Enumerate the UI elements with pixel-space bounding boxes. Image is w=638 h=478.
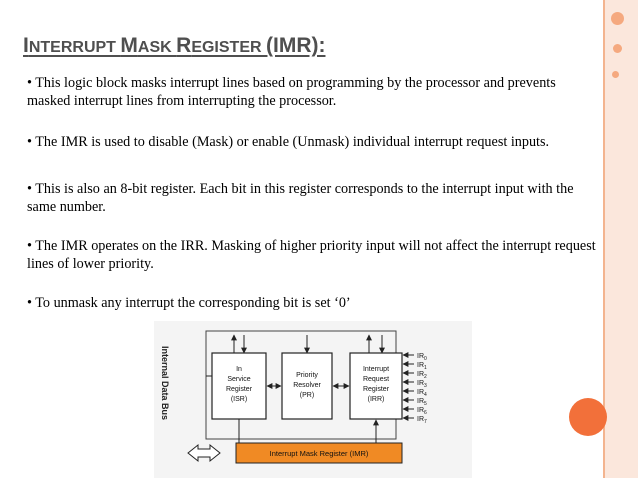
irr-label: Request [363,376,389,383]
ir-base: IR [417,362,424,369]
ir-base: IR [417,407,424,414]
bullet-item: • This logic block masks interrupt lines… [27,75,556,109]
isr-label: (ISR) [231,396,247,403]
decorative-divider [603,0,605,478]
title-part: EGISTER [191,39,266,56]
decorative-dot [613,44,622,53]
ir-base: IR [417,380,424,387]
ir-sub: 0 [424,356,427,362]
ir-base: IR [417,371,424,378]
title-part: I [23,34,29,57]
bus-label: Internal Data Bus [160,346,170,420]
pr-label: Priority [296,372,318,379]
bus-to-imr-arrow [187,443,221,463]
pic-block-diagram: Internal Data Bus In Service Register (I… [154,321,472,478]
slide-title: INTERRUPT MASK REGISTER (IMR): [23,34,325,58]
ir-label: IR4 [417,389,427,398]
ir-label: IR0 [417,353,427,362]
ir-label: IR7 [417,416,427,425]
title-part: NTERRUPT [28,39,121,56]
pr-label: Resolver [293,382,321,389]
isr-box [211,352,267,420]
ir-base: IR [417,398,424,405]
ir-inputs [402,352,414,421]
ir-sub: 1 [424,365,427,371]
irr-label: Register [363,386,390,393]
bullet-item: • This is also an 8-bit register. Each b… [27,181,574,215]
pr-label: (PR) [300,392,314,399]
ir-sub: 3 [424,383,427,389]
imr-label: Interrupt Mask Register (IMR) [270,449,369,458]
isr-label: Register [226,386,253,393]
title-part: R [176,34,192,57]
isr-label: In [236,366,242,373]
ir-label: IR5 [417,398,427,407]
decorative-dot [612,71,619,78]
ir-base: IR [417,353,424,360]
bullet-item: • The IMR operates on the IRR. Masking o… [27,238,596,272]
ir-sub: 5 [424,401,427,407]
ir-sub: 4 [424,392,427,398]
pr-box [281,352,333,420]
title-part: ASK [137,39,177,56]
decorative-circle [569,398,607,436]
ir-base: IR [417,389,424,396]
irr-box [349,352,403,420]
bullet-item: • To unmask any interrupt the correspond… [27,295,351,311]
isr-label: Service [227,376,250,383]
ir-label: IR3 [417,380,427,389]
ir-sub: 2 [424,374,427,380]
title-part: (IMR): [266,34,326,57]
irr-label: Interrupt [363,366,389,373]
imr-box [235,442,403,464]
bullet-item: • The IMR is used to disable (Mask) or e… [27,134,550,150]
irr-label: (IRR) [368,396,385,403]
title-part: M [120,34,138,57]
decorative-side-strip [605,0,638,478]
decorative-dot [611,12,624,25]
ir-base: IR [417,416,424,423]
ir-label: IR6 [417,407,427,416]
ir-sub: 7 [424,419,427,425]
ir-label: IR2 [417,371,427,380]
ir-sub: 6 [424,410,427,416]
ir-label: IR1 [417,362,427,371]
